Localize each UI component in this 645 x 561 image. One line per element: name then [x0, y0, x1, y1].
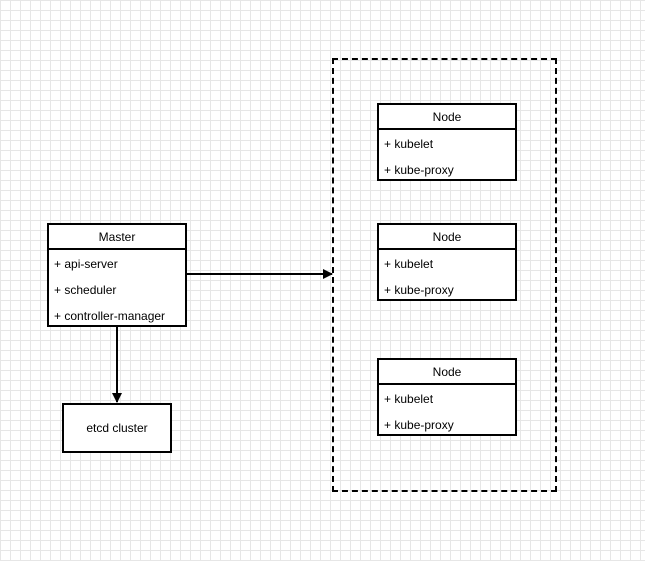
node-item-kube-proxy: + kube-proxy	[384, 163, 454, 177]
node-box-2[interactable]: Node + kubelet + kube-proxy	[377, 223, 517, 301]
node-item-kube-proxy: + kube-proxy	[384, 418, 454, 432]
master-item-controller-manager: + controller-manager	[54, 309, 166, 323]
master-item-api-server: + api-server	[54, 257, 118, 271]
node-box-1[interactable]: Node + kubelet + kube-proxy	[377, 103, 517, 181]
master-item-scheduler: + scheduler	[54, 283, 117, 297]
node-item-kubelet: + kubelet	[384, 257, 434, 271]
etcd-cluster-box[interactable]: etcd cluster	[62, 403, 172, 453]
node-item-kubelet: + kubelet	[384, 137, 434, 151]
master-title: Master	[49, 225, 185, 250]
node-item-kube-proxy: + kube-proxy	[384, 283, 454, 297]
node-title: Node	[379, 105, 515, 130]
node-title: Node	[379, 360, 515, 385]
node-title: Node	[379, 225, 515, 250]
node-cluster-container[interactable]	[332, 58, 557, 492]
etcd-cluster-label: etcd cluster	[86, 421, 148, 435]
master-box[interactable]: Master + api-server + scheduler + contro…	[47, 223, 187, 327]
node-item-kubelet: + kubelet	[384, 392, 434, 406]
node-box-3[interactable]: Node + kubelet + kube-proxy	[377, 358, 517, 436]
